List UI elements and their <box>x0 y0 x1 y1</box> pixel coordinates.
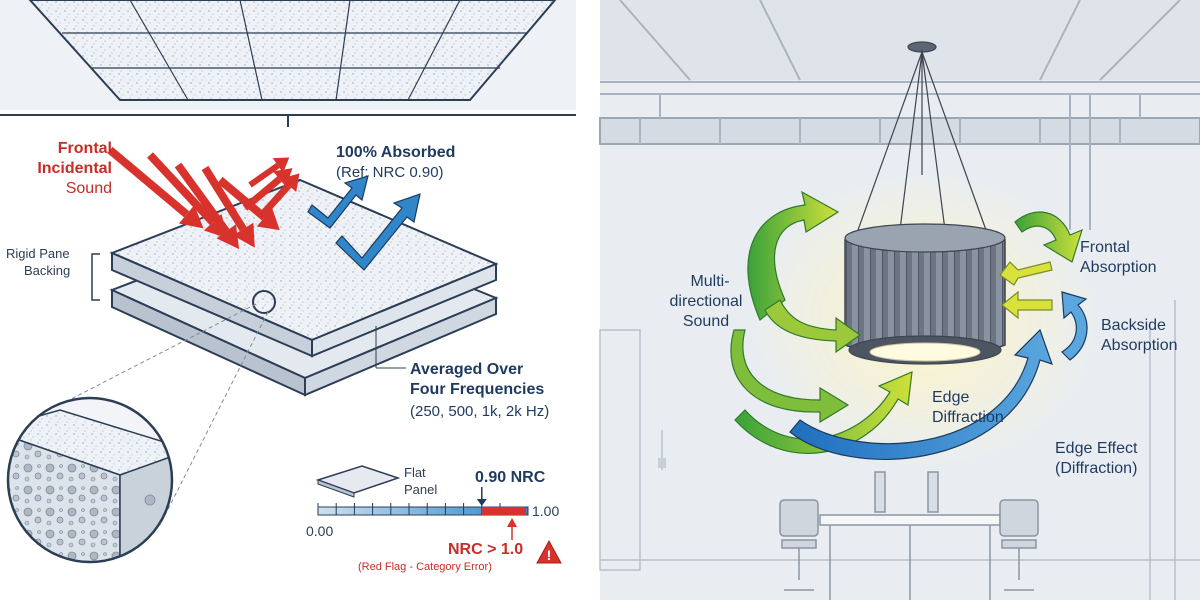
over-range-bar <box>481 507 526 515</box>
averaged-line-2: Four Frequencies <box>410 381 544 398</box>
multi-line-1: Multi- <box>690 273 729 290</box>
green-arrow-top <box>747 190 840 321</box>
frontal-abs-line-1: Frontal <box>1080 239 1130 256</box>
nrc-marker <box>476 499 487 506</box>
sound-flow-arrows <box>730 190 1088 454</box>
averaged-line-1: Averaged Over <box>410 361 523 378</box>
backing-label-line-2: Backing <box>24 263 70 278</box>
red-flag-label: (Red Flag - Category Error) <box>358 561 492 573</box>
office-desks <box>779 471 1039 600</box>
edge-effect-line-2: (Diffraction) <box>1055 460 1137 477</box>
scale-min-label: 0.00 <box>306 523 333 539</box>
absorbed-ref: (Ref: NRC 0.90) <box>336 164 444 181</box>
right-panel: Multi- directional Sound Frontal Absorpt… <box>599 0 1200 600</box>
foam-magnifier <box>6 396 174 564</box>
frequencies-label: (250, 500, 1k, 2k Hz) <box>410 403 549 420</box>
incident-arrow <box>217 176 280 231</box>
frontal-incidental-label: Frontal Incidental Sound <box>37 140 112 197</box>
room-walls <box>599 300 1200 600</box>
incident-sound-arrows <box>107 146 300 250</box>
frontal-label-line-2: Incidental <box>37 160 112 177</box>
multi-line-3: Sound <box>683 313 729 330</box>
scale-max-label: 1.00 <box>532 503 559 519</box>
incident-arrow <box>107 146 204 229</box>
edge-effect-line-1: Edge Effect <box>1055 440 1138 457</box>
reflect-arrow <box>248 157 290 188</box>
green-arrow-mid <box>764 299 862 354</box>
pendant-suspension <box>857 41 987 231</box>
incident-arrow <box>201 165 255 248</box>
nrc-scale: Flat Panel 0.90 NRC 0.00 1.00 NRC > 1.0 … <box>306 465 562 573</box>
frontal-label-line-1: Frontal <box>58 140 112 157</box>
warning-icon: ! <box>536 539 562 564</box>
backing-label-line-1: Rigid Pane <box>6 246 70 261</box>
ceiling-grid <box>0 0 576 127</box>
nrc-over-label: NRC > 1.0 <box>448 541 523 558</box>
yellow-arrow-backside <box>1001 290 1053 320</box>
baffle-pendant <box>844 223 1006 365</box>
multidirectional-label: Multi- directional Sound <box>670 273 743 330</box>
reflect-arrow <box>259 173 300 218</box>
nrc-value-label: 0.90 NRC <box>475 469 546 486</box>
magnify-spot <box>252 290 276 314</box>
edge-diff-line-1: Edge <box>932 389 969 406</box>
incident-arrow <box>174 162 240 250</box>
frontal-label-line-3: Sound <box>66 180 112 197</box>
multi-line-2: directional <box>670 293 743 310</box>
ceiling-structure <box>599 0 1200 230</box>
flat-panel-line-2: Panel <box>404 482 437 497</box>
backside-abs-line-2: Absorption <box>1101 337 1178 354</box>
absorbed-title: 100% Absorbed <box>336 144 455 161</box>
flat-panel-line-1: Flat <box>404 465 426 480</box>
panel-divider <box>576 0 600 600</box>
backside-abs-line-1: Backside <box>1101 317 1166 334</box>
backing-label: Rigid Pane Backing <box>6 246 100 301</box>
reflect-arrow <box>242 168 293 211</box>
absorbed-arrows <box>307 175 421 271</box>
svg-text:!: ! <box>547 547 552 563</box>
green-arrow-frontal <box>1014 211 1083 263</box>
left-panel: Frontal Incidental Sound 100% Absorbed (… <box>0 0 576 600</box>
yellow-arrow-frontal <box>999 261 1053 286</box>
edge-diff-line-2: Diffraction <box>932 409 1004 426</box>
green-arrow-low <box>730 329 850 424</box>
blue-edge-effect-arrow <box>789 328 1053 460</box>
frontal-abs-line-2: Absorption <box>1080 259 1157 276</box>
blue-arrow-backside <box>1061 291 1088 361</box>
